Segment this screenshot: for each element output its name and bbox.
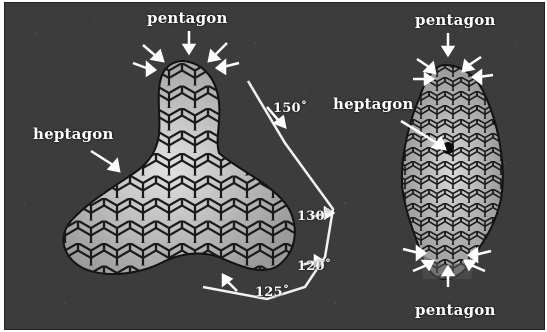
angle-label-120: 120˚ [297,259,331,274]
angle-label-150: 150˚ [273,101,307,116]
mesh-photo [5,3,544,329]
angle-label-125: 125˚ [255,285,289,300]
angle-label-130: 130˚ [297,209,331,224]
label-pentagon-top-left: pentagon [147,9,228,27]
label-pentagon-top-right: pentagon [415,11,496,29]
photo-frame: pentagon pentagon heptagon heptagon pent… [4,2,545,330]
label-heptagon-right: heptagon [333,95,414,113]
label-heptagon-left: heptagon [33,125,114,143]
label-pentagon-bottom-right: pentagon [415,301,496,319]
